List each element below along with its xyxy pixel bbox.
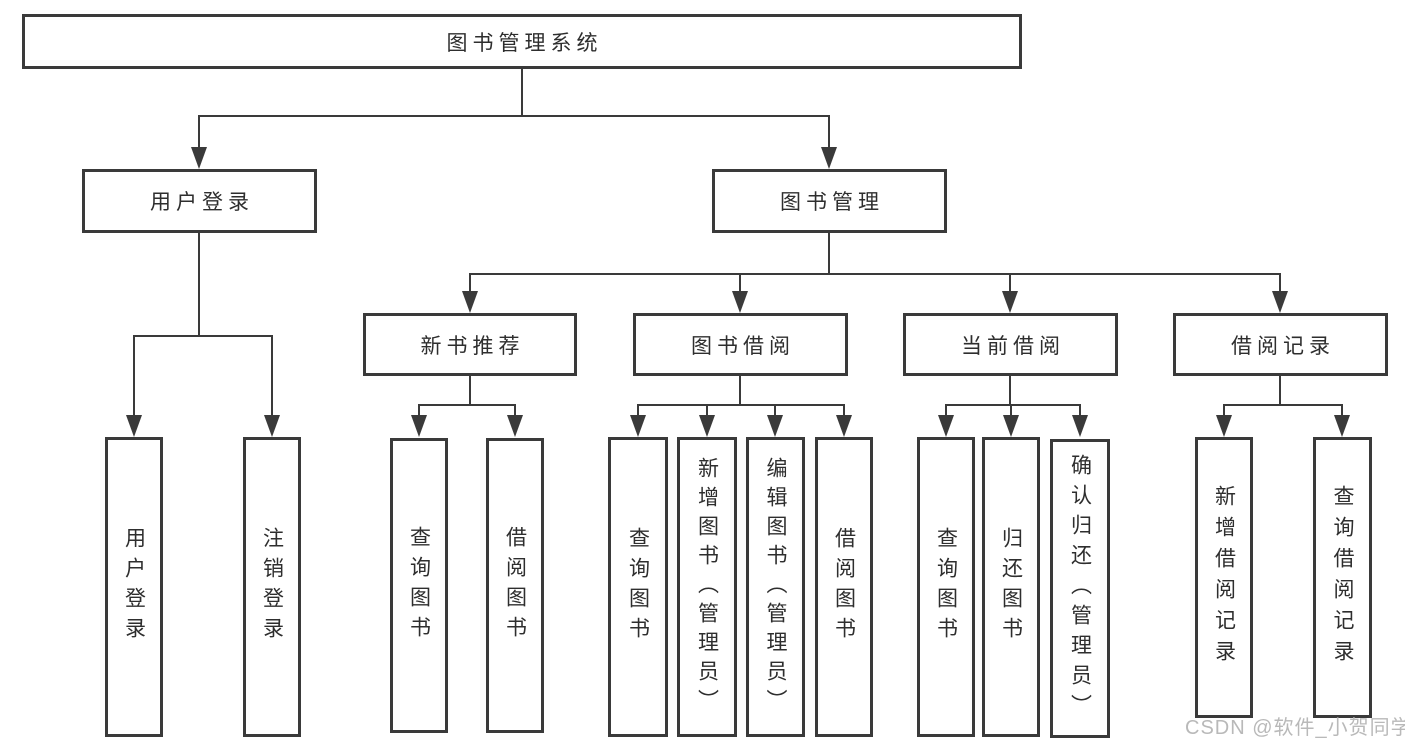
leaf-add-books-admin: 新增图书（管理员） bbox=[677, 437, 737, 737]
node-label: 查询图书 bbox=[407, 525, 431, 646]
arrowhead-icon bbox=[191, 147, 207, 169]
node-label: 归还图书 bbox=[999, 527, 1023, 647]
leaf-user-login: 用户登录 bbox=[105, 437, 163, 737]
leaf-query-borrow-record: 查询借阅记录 bbox=[1313, 437, 1372, 718]
arrowhead-icon bbox=[767, 415, 783, 437]
node-label: 借阅图书 bbox=[832, 527, 856, 647]
node-label: 编辑图书（管理员） bbox=[764, 456, 787, 718]
leaf-borrowing-query-books: 查询图书 bbox=[608, 437, 668, 737]
node-label: 确认归还（管理员） bbox=[1068, 453, 1092, 724]
leaf-recommend-query-books: 查询图书 bbox=[390, 438, 448, 733]
connector-line bbox=[828, 233, 830, 275]
connector-line bbox=[945, 404, 947, 416]
node-current-borrowing: 当前借阅 bbox=[903, 313, 1118, 376]
node-library-management-system: 图书管理系统 bbox=[22, 14, 1022, 69]
connector-line bbox=[469, 273, 471, 292]
connector-line bbox=[198, 115, 830, 117]
arrowhead-icon bbox=[630, 415, 646, 437]
connector-line bbox=[514, 404, 516, 416]
node-label: 当前借阅 bbox=[961, 334, 1065, 358]
node-borrow-records: 借阅记录 bbox=[1173, 313, 1388, 376]
node-new-book-recommend: 新书推荐 bbox=[363, 313, 577, 376]
arrowhead-icon bbox=[821, 147, 837, 169]
connector-line bbox=[133, 335, 135, 416]
node-label: 新增图书（管理员） bbox=[695, 456, 719, 718]
leaf-logout: 注销登录 bbox=[243, 437, 301, 737]
node-label: 查询图书 bbox=[934, 527, 958, 647]
leaf-return-books: 归还图书 bbox=[982, 437, 1040, 737]
leaf-recommend-borrow-books: 借阅图书 bbox=[486, 438, 544, 733]
connector-line bbox=[469, 273, 1281, 275]
connector-line bbox=[133, 335, 273, 337]
arrowhead-icon bbox=[1272, 291, 1288, 313]
connector-line bbox=[1009, 273, 1011, 292]
connector-line bbox=[1223, 404, 1225, 416]
connector-line bbox=[774, 404, 776, 416]
node-label: 查询借阅记录 bbox=[1331, 484, 1354, 671]
connector-line bbox=[945, 404, 1081, 406]
node-user-login: 用户登录 bbox=[82, 169, 317, 233]
connector-line bbox=[706, 404, 708, 416]
connector-line bbox=[198, 115, 200, 149]
arrowhead-icon bbox=[732, 291, 748, 313]
node-label: 注销登录 bbox=[260, 527, 284, 647]
leaf-add-borrow-record: 新增借阅记录 bbox=[1195, 437, 1253, 718]
arrowhead-icon bbox=[264, 415, 280, 437]
leaf-confirm-return-admin: 确认归还（管理员） bbox=[1050, 439, 1110, 738]
connector-line bbox=[637, 404, 845, 406]
connector-line bbox=[1079, 404, 1081, 416]
node-label: 借阅图书 bbox=[503, 525, 527, 646]
node-label: 借阅记录 bbox=[1231, 334, 1335, 358]
connector-line bbox=[739, 273, 741, 292]
arrowhead-icon bbox=[699, 415, 715, 437]
leaf-borrow-books: 借阅图书 bbox=[815, 437, 873, 737]
arrowhead-icon bbox=[507, 415, 523, 437]
arrowhead-icon bbox=[411, 415, 427, 437]
connector-line bbox=[843, 404, 845, 416]
connector-line bbox=[1341, 404, 1343, 416]
node-label: 图书管理 bbox=[780, 191, 884, 214]
connector-line bbox=[418, 404, 516, 406]
node-label: 用户登录 bbox=[122, 527, 146, 647]
arrowhead-icon bbox=[1072, 415, 1088, 437]
connector-line bbox=[418, 404, 420, 416]
arrowhead-icon bbox=[836, 415, 852, 437]
connector-line bbox=[1279, 376, 1281, 406]
arrowhead-icon bbox=[462, 291, 478, 313]
node-book-management: 图书管理 bbox=[712, 169, 947, 233]
arrowhead-icon bbox=[1003, 415, 1019, 437]
leaf-edit-books-admin: 编辑图书（管理员） bbox=[746, 437, 805, 737]
node-label: 图书管理系统 bbox=[446, 31, 603, 55]
leaf-current-query-books: 查询图书 bbox=[917, 437, 975, 737]
connector-line bbox=[1223, 404, 1343, 406]
connector-line bbox=[271, 335, 273, 416]
arrowhead-icon bbox=[1002, 291, 1018, 313]
arrowhead-icon bbox=[1334, 415, 1350, 437]
node-book-borrowing: 图书借阅 bbox=[633, 313, 848, 376]
connector-line bbox=[1009, 376, 1011, 406]
node-label: 查询图书 bbox=[626, 527, 650, 647]
node-label: 用户登录 bbox=[150, 191, 254, 214]
csdn-watermark: CSDN @软件_小贺同学 bbox=[1185, 717, 1405, 739]
connector-line bbox=[828, 115, 830, 149]
connector-line bbox=[739, 376, 741, 406]
node-label: 图书借阅 bbox=[691, 334, 795, 358]
connector-line bbox=[521, 69, 523, 117]
arrowhead-icon bbox=[938, 415, 954, 437]
arrowhead-icon bbox=[1216, 415, 1232, 437]
connector-line bbox=[469, 376, 471, 406]
connector-line bbox=[198, 233, 200, 337]
connector-line bbox=[637, 404, 639, 416]
connector-line bbox=[1279, 273, 1281, 292]
node-label: 新增借阅记录 bbox=[1212, 484, 1236, 671]
node-label: 新书推荐 bbox=[420, 334, 525, 358]
connector-line bbox=[1010, 404, 1012, 416]
arrowhead-icon bbox=[126, 415, 142, 437]
